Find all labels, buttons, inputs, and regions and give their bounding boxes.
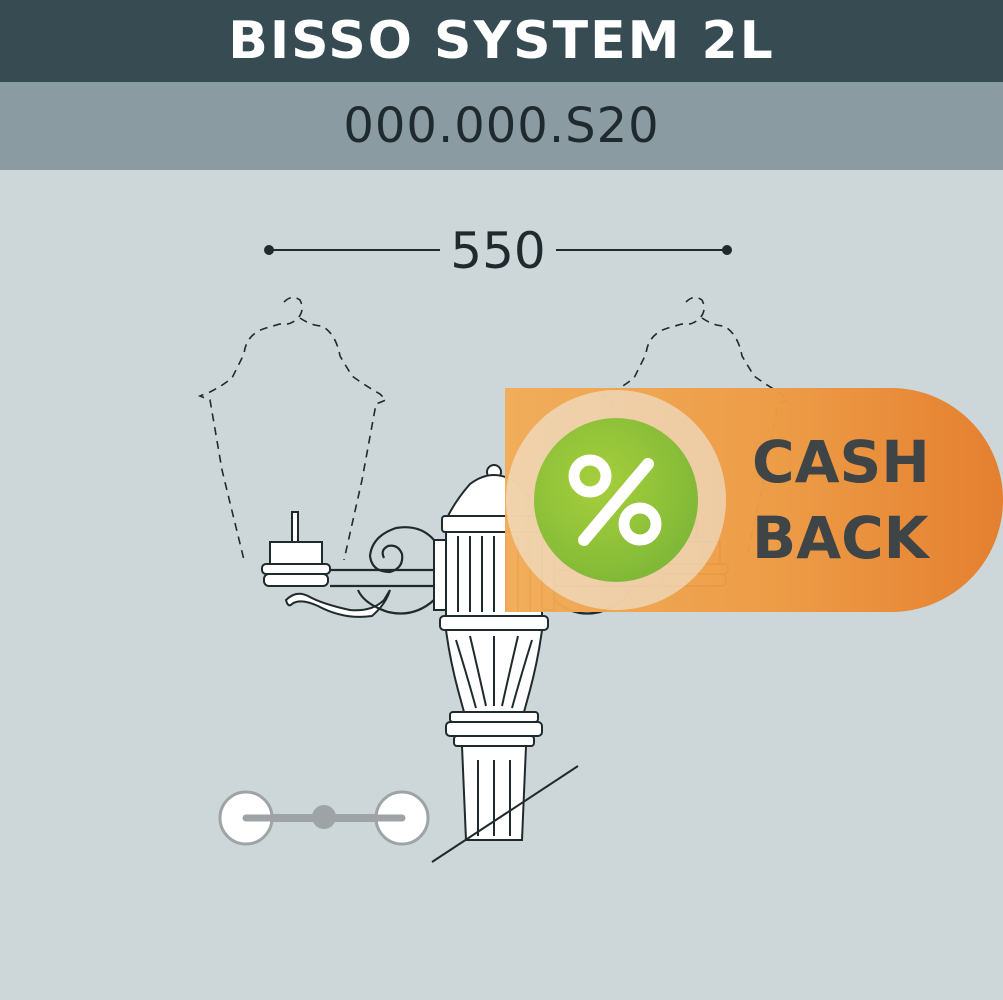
cashback-label: CASH BACK xyxy=(752,424,992,576)
percent-icon xyxy=(568,454,662,546)
left-lamp-holder xyxy=(261,511,391,618)
dimension-label: 550 xyxy=(450,222,546,280)
cashback-line-2: BACK xyxy=(752,504,929,572)
cashback-line-1: CASH xyxy=(752,428,930,496)
plan-view-icon xyxy=(218,790,430,846)
ground-line xyxy=(431,765,579,863)
product-title: BISSO SYSTEM 2L xyxy=(0,0,1003,82)
product-code: 000.000.S20 xyxy=(0,82,1003,170)
left-lantern-outline xyxy=(197,296,388,561)
left-arm xyxy=(330,526,435,615)
dimension-line xyxy=(264,245,732,255)
